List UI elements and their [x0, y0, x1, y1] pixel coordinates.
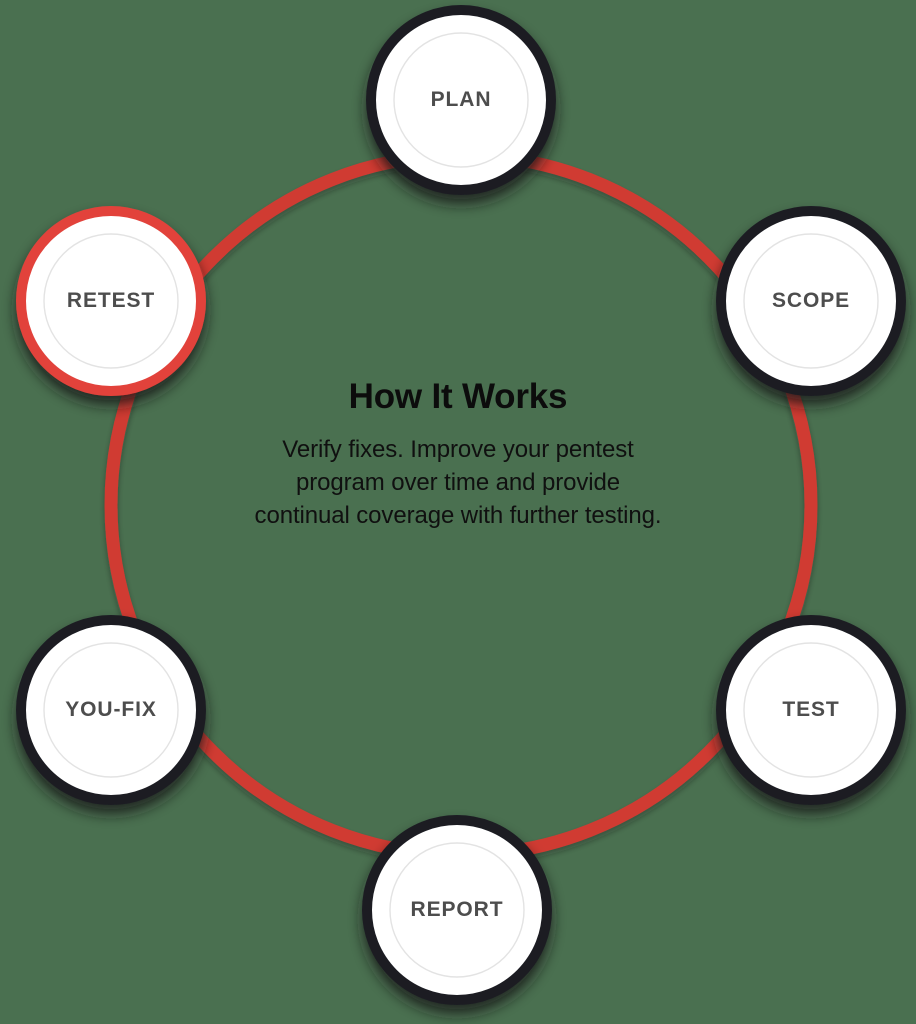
node-ring-active [16, 206, 206, 396]
node-inner-ring [43, 642, 179, 778]
node-ring [16, 615, 206, 805]
process-node-retest[interactable] [16, 206, 206, 396]
process-node-plan[interactable] [366, 5, 556, 195]
process-node-report[interactable] [362, 815, 552, 1005]
process-step-nodes [16, 5, 906, 1005]
process-node-test[interactable] [716, 615, 906, 805]
process-flow-ring [104, 148, 818, 862]
node-inner-ring [743, 233, 879, 369]
node-ring [362, 815, 552, 1005]
node-ring [716, 615, 906, 805]
process-node-you-fix[interactable] [16, 615, 206, 805]
node-inner-ring [393, 32, 529, 168]
node-ring [716, 206, 906, 396]
connector-arcs [104, 148, 818, 862]
node-ring [366, 5, 556, 195]
process-node-scope[interactable] [716, 206, 906, 396]
node-inner-ring [389, 842, 525, 978]
node-inner-ring [43, 233, 179, 369]
node-inner-ring [743, 642, 879, 778]
